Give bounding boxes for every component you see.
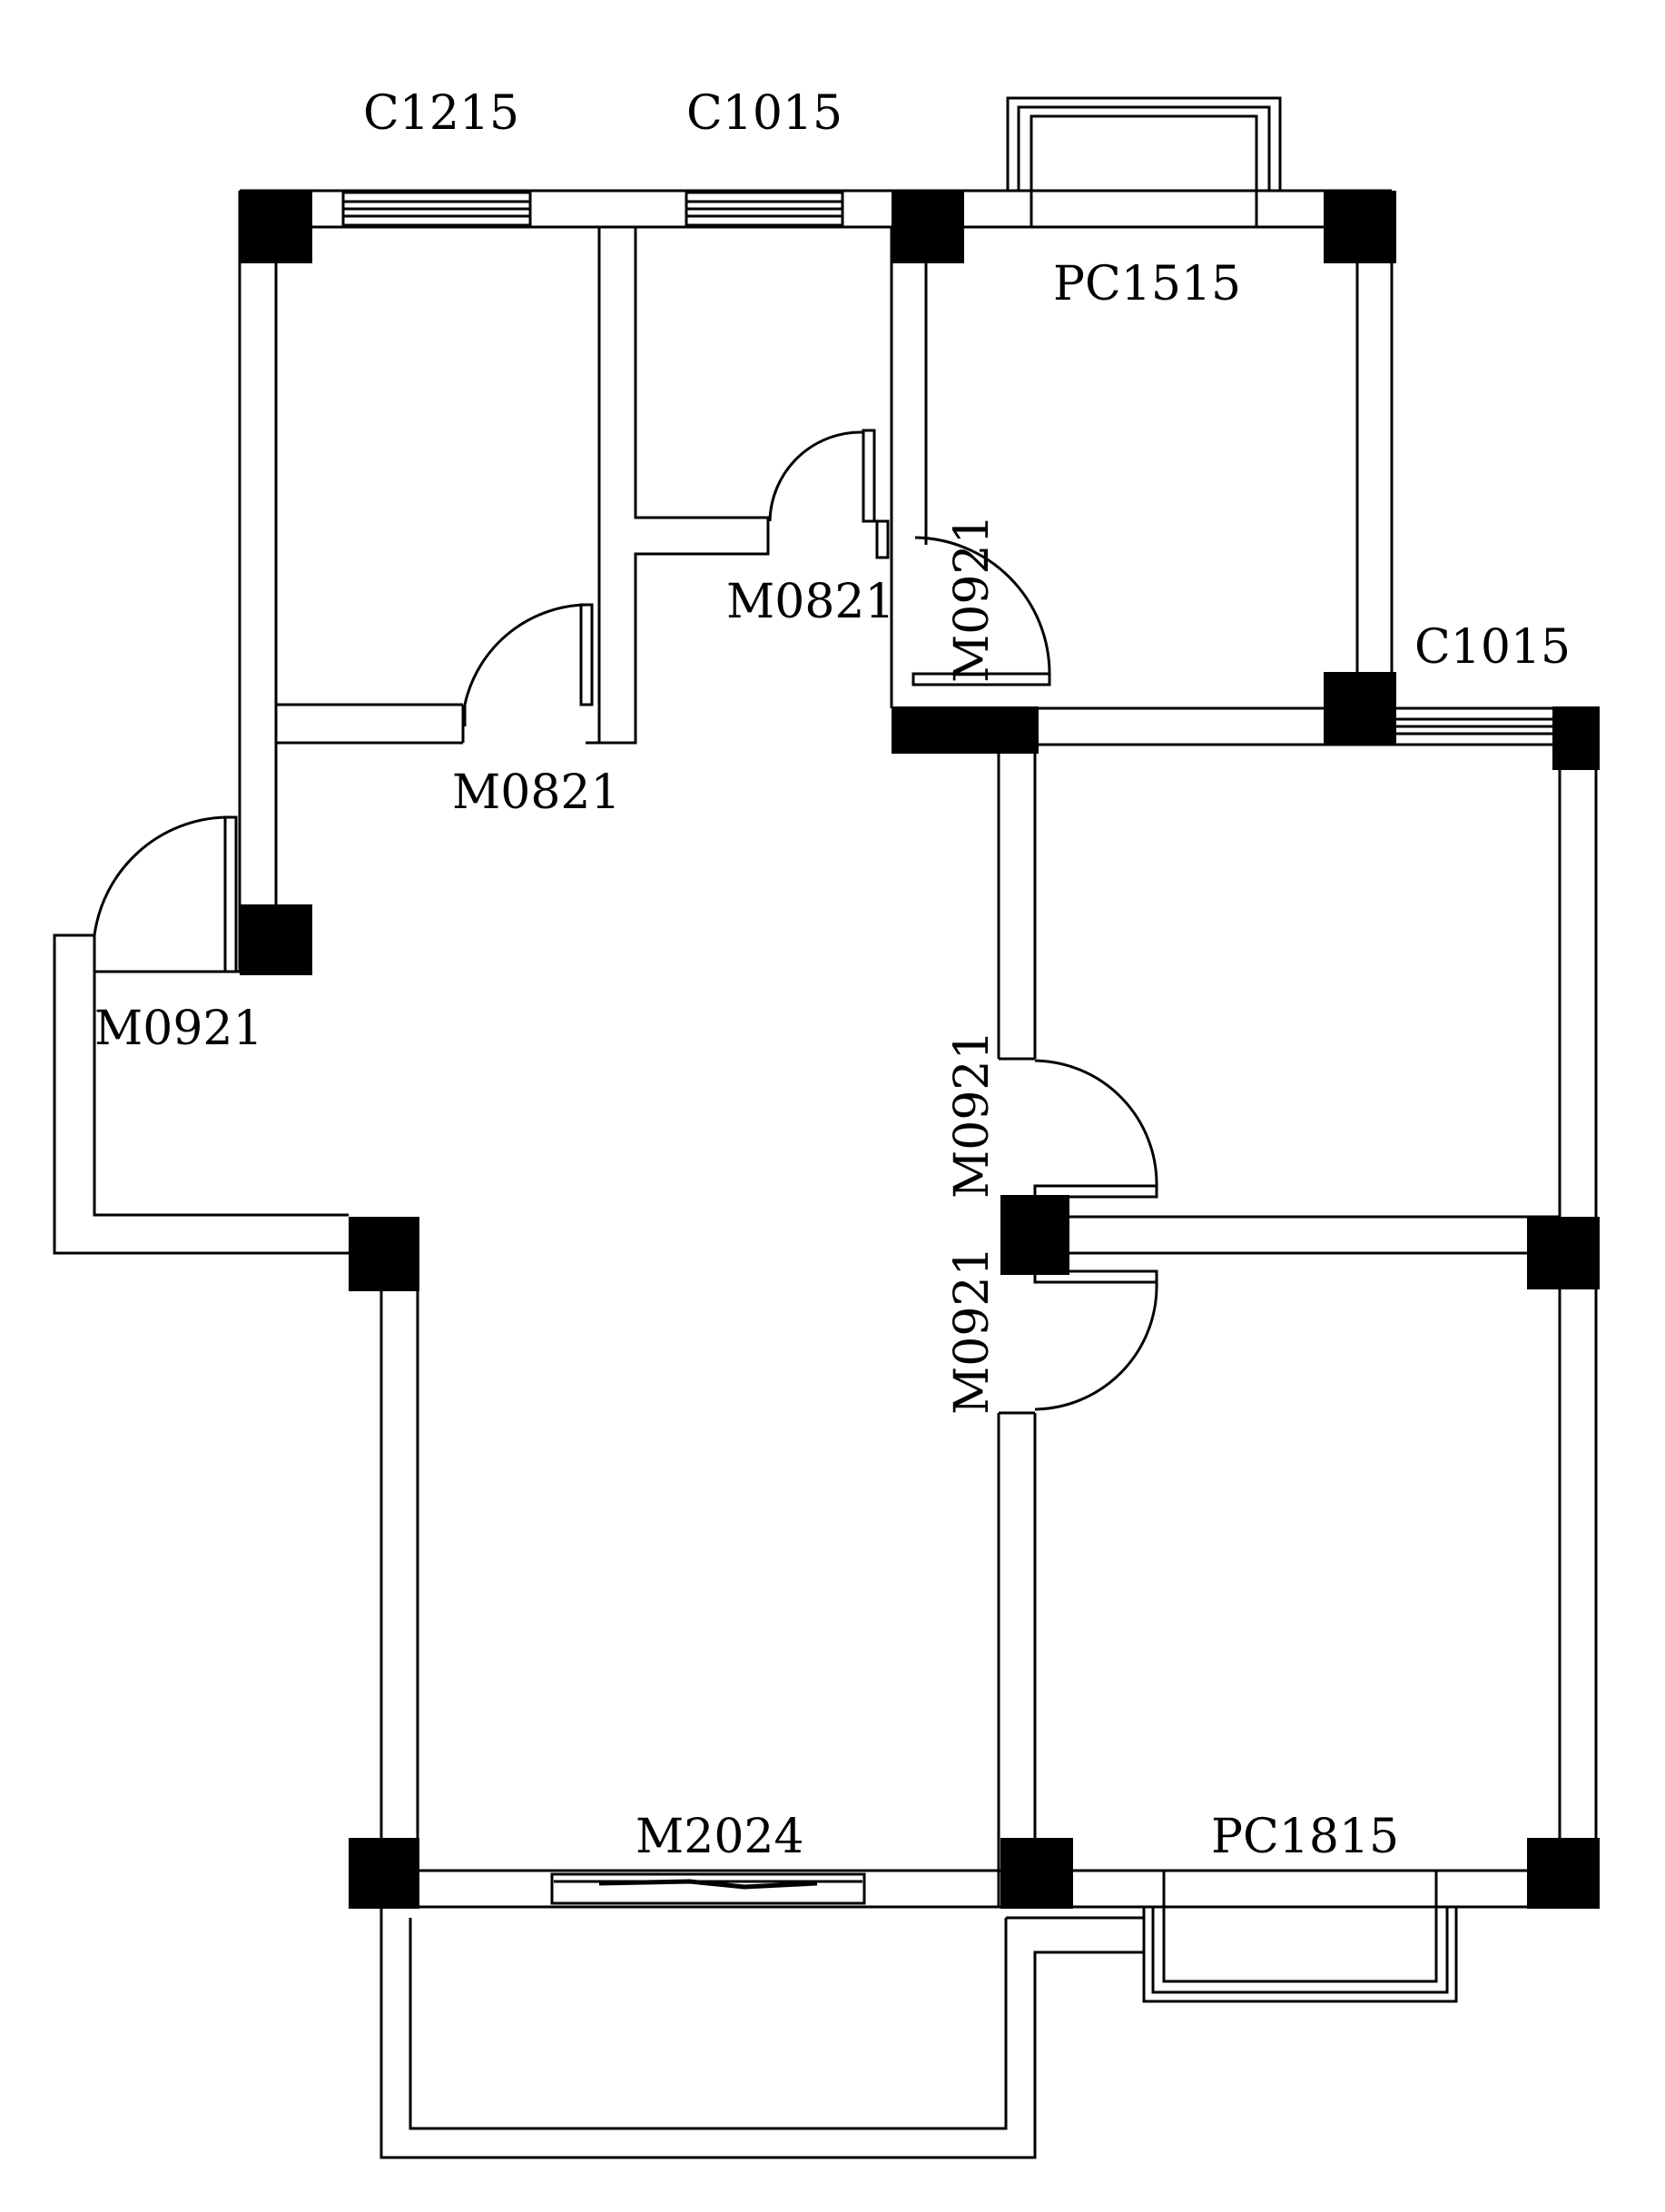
label-pc1815: PC1815 xyxy=(1211,1810,1399,1864)
door-m0921-mid-lower xyxy=(1033,1269,1158,1411)
left-entrance-walls xyxy=(53,933,419,1907)
label-m2024: M2024 xyxy=(635,1810,804,1864)
door-m0921-kitchen xyxy=(875,519,1051,686)
label-m0921-mid-upper: M0921 xyxy=(945,1030,1000,1199)
label-pc1515: PC1515 xyxy=(1053,257,1241,311)
left-upper-wall xyxy=(238,191,278,972)
interior-wall-upper-left xyxy=(276,227,770,745)
bottom-wall xyxy=(381,1869,1596,1909)
door-m0821-left xyxy=(463,603,594,726)
label-m0921-left: M0921 xyxy=(94,1002,263,1056)
label-m0921-mid-lower: M0921 xyxy=(945,1246,1000,1415)
label-c1015-right: C1015 xyxy=(1414,620,1571,675)
label-c1015-top: C1015 xyxy=(686,86,842,141)
sliding-door-m2024 xyxy=(550,1872,866,1905)
label-m0821-center: M0821 xyxy=(726,575,895,629)
door-m0921-left xyxy=(93,815,238,973)
bay-window-pc1515 xyxy=(1006,96,1282,227)
door-m0821-center xyxy=(768,429,876,523)
top-wall xyxy=(240,189,1392,229)
window-c1215-top xyxy=(341,191,532,227)
label-m0821-left: M0821 xyxy=(452,765,621,820)
bay-window-pc1815 xyxy=(1142,1871,1458,2003)
structural-columns xyxy=(240,191,1600,1909)
window-c1015-top xyxy=(685,191,844,227)
right-bedroom-walls xyxy=(997,708,1598,1907)
label-c1215-top: C1215 xyxy=(363,86,519,141)
door-m0921-mid-upper xyxy=(1033,1059,1158,1199)
window-c1015-right xyxy=(1390,706,1557,746)
balcony xyxy=(379,1907,1144,2159)
label-m0921-kitchen: M0921 xyxy=(945,514,1000,683)
